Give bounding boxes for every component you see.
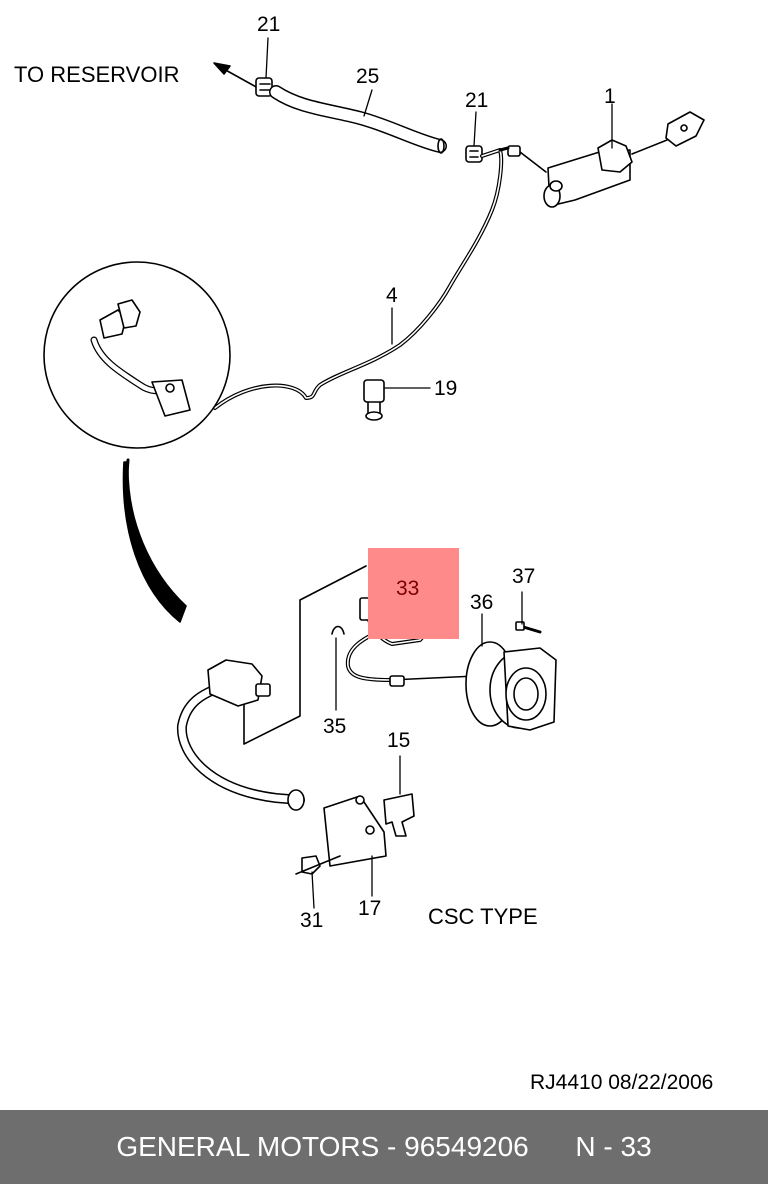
reference-label: RJ4410 08/22/2006 [530, 1071, 714, 1094]
callout-35: 35 [323, 715, 347, 738]
callout-1: 1 [604, 85, 616, 108]
footer-separator: - [379, 1131, 405, 1162]
to-reservoir-label: TO RESERVOIR [14, 62, 180, 87]
footer-page: N - 33 [575, 1131, 652, 1162]
detail-arrow [122, 458, 187, 623]
clip-21-mid [465, 145, 483, 163]
footer-part-number: 96549206 [404, 1131, 529, 1162]
callout-21-top: 21 [257, 13, 281, 36]
callout-15: 15 [387, 729, 411, 752]
detail-circle [43, 261, 231, 449]
callout-17: 17 [358, 897, 382, 920]
master-cylinder-1 [507, 111, 705, 208]
csc-assembly [176, 565, 557, 875]
callout-36: 36 [470, 591, 494, 614]
footer-brand: GENERAL MOTORS [116, 1131, 380, 1162]
callout-33: 33 [396, 577, 420, 600]
callout-4: 4 [386, 284, 398, 307]
footer-gap [529, 1131, 576, 1163]
callout-19: 19 [434, 377, 458, 400]
footer-bar: GENERAL MOTORS - 96549206 N - 33 [0, 1110, 768, 1184]
callout-37: 37 [512, 565, 536, 588]
reservoir-arrow [213, 62, 259, 89]
csc-type-label: CSC TYPE [428, 904, 538, 929]
callout-21-mid: 21 [465, 89, 489, 112]
clip-19 [363, 379, 385, 421]
callout-31: 31 [300, 909, 324, 932]
pipe-4 [213, 146, 510, 410]
highlight-part-33 [368, 548, 459, 639]
callout-25: 25 [356, 65, 380, 88]
reservoir-hose-25 [269, 85, 447, 154]
parts-diagram [43, 37, 705, 909]
